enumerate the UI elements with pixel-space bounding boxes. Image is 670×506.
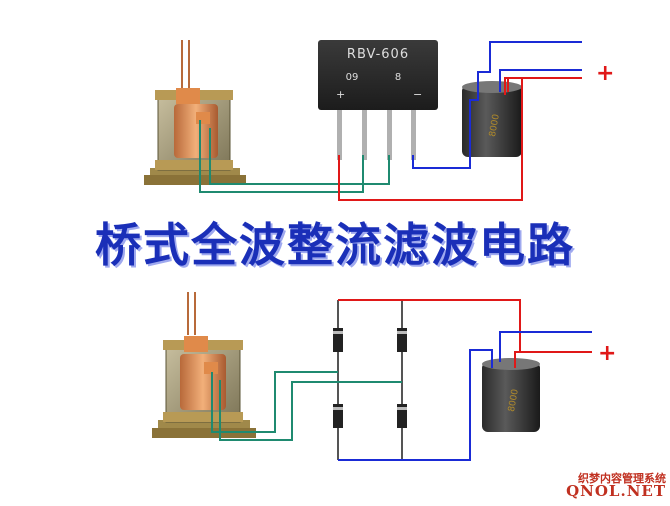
watermark-cn: 织梦内容管理系统 (578, 471, 666, 485)
bottom-transformer (152, 292, 256, 438)
svg-text:8000: 8000 (488, 113, 502, 138)
bridge-pin-plus-label: + (336, 88, 345, 101)
watermark-en: QNOL.NET (566, 482, 666, 501)
bridge-code-left: 09 (346, 72, 359, 83)
bottom-output-plus: + (598, 341, 616, 366)
diagram-title: 桥式全波整流滤波电路 (95, 218, 575, 272)
top-transformer (144, 40, 246, 185)
bottom-wires (211, 299, 592, 461)
top-wires (199, 41, 582, 201)
bottom-diode-bridge (333, 300, 407, 460)
watermark: 织梦内容管理系统 QNOL.NET (556, 473, 666, 500)
bottom-capacitor: 8000 (482, 358, 540, 432)
svg-text:8000: 8000 (507, 388, 521, 413)
bridge-code-right: 8 (395, 72, 401, 83)
top-output-plus: + (596, 61, 614, 86)
bridge-pin-minus-label: − (413, 88, 422, 101)
bridge-model-label: RBV-606 (347, 47, 409, 62)
top-bridge-rectifier: RBV-606 09 8 + − (318, 40, 438, 160)
